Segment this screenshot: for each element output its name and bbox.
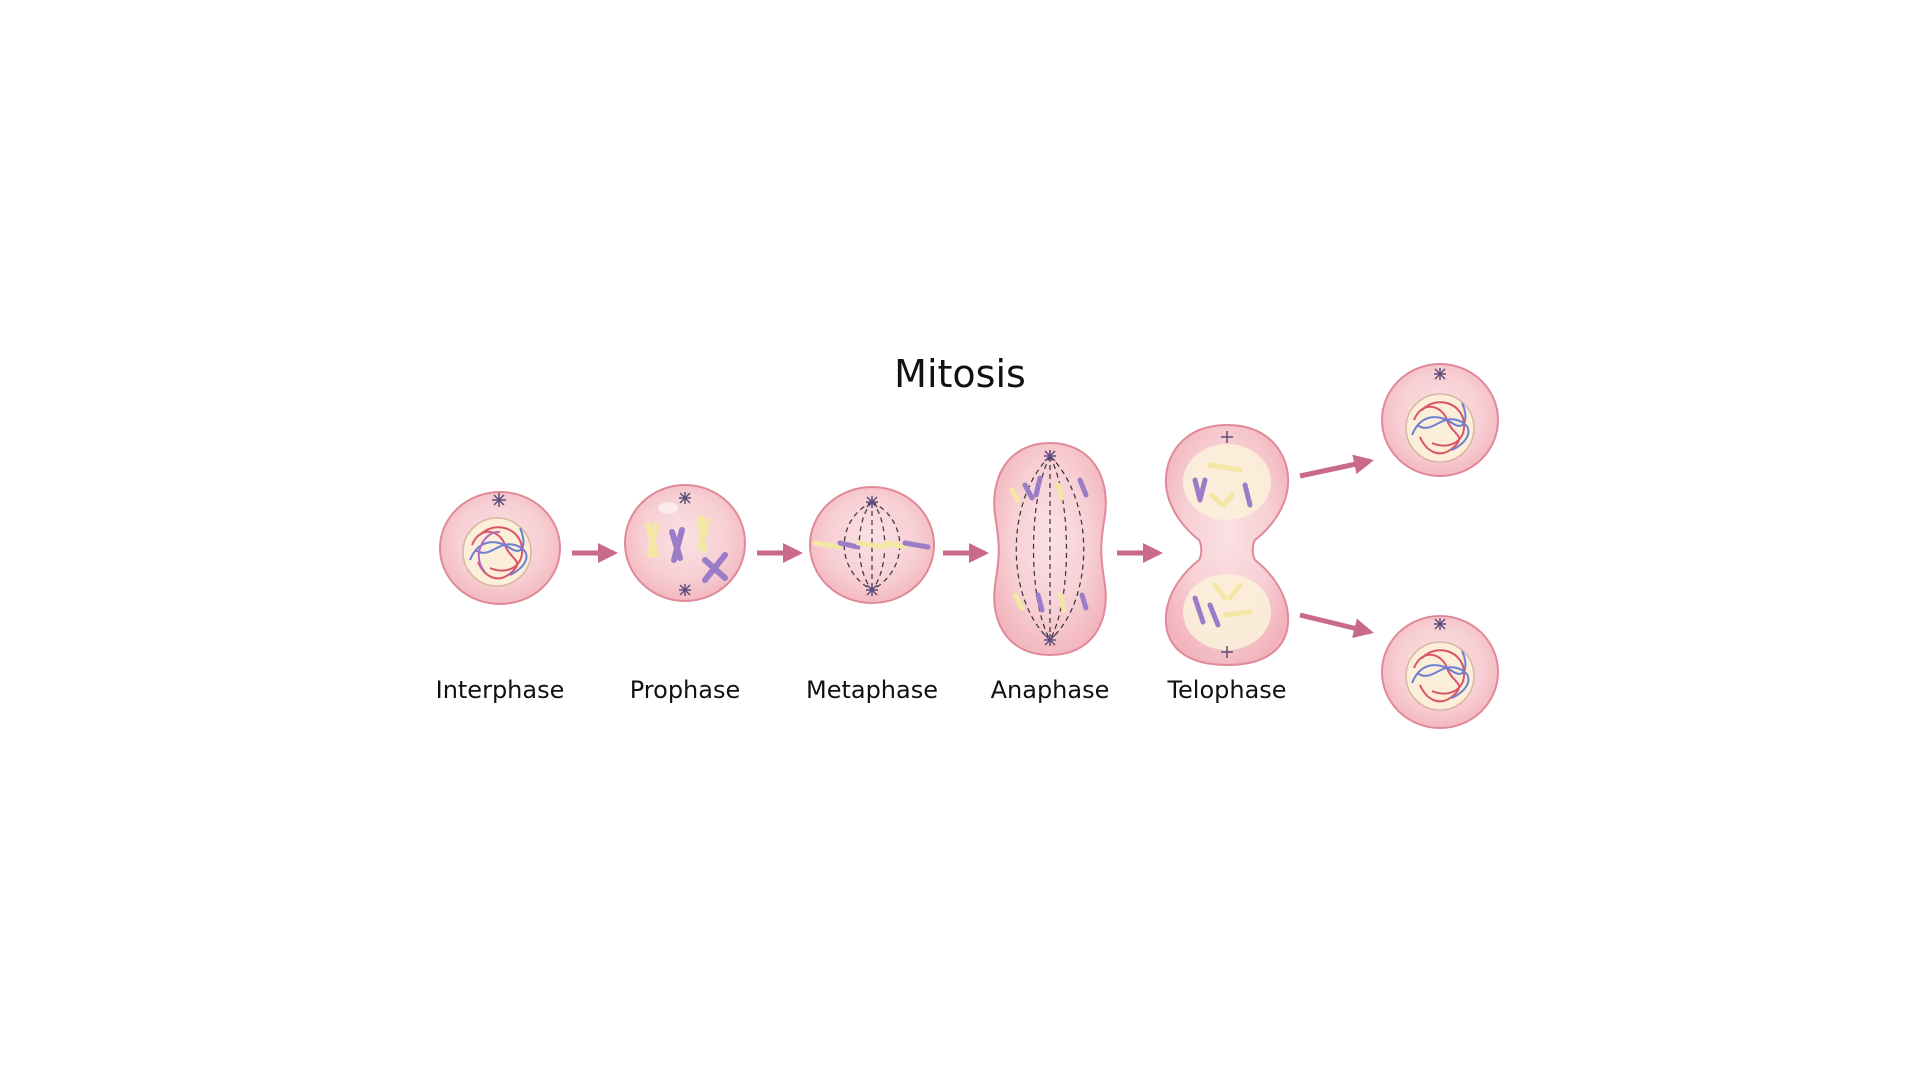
chromosomes bbox=[645, 515, 728, 583]
diagram-title: Mitosis bbox=[894, 352, 1026, 396]
stage-label-anaphase: Anaphase bbox=[990, 676, 1110, 704]
centrosome bbox=[679, 584, 691, 596]
centrosome bbox=[679, 492, 691, 504]
stage-label-interphase: Interphase bbox=[435, 676, 565, 704]
centrosome bbox=[866, 496, 878, 508]
stage-label-metaphase: Metaphase bbox=[805, 676, 938, 704]
centrosome bbox=[492, 493, 506, 507]
stage-label-telophase: Telophase bbox=[1167, 676, 1287, 704]
arrow-to-daughter-top bbox=[1299, 454, 1374, 479]
arrow-to-daughter-bottom bbox=[1299, 612, 1374, 638]
centrosome bbox=[1044, 450, 1056, 462]
interphase-cell bbox=[439, 491, 561, 605]
stage-label-prophase: Prophase bbox=[629, 676, 741, 704]
chromatin bbox=[1411, 401, 1470, 455]
daughter-cell-top bbox=[1381, 363, 1499, 477]
metaphase-cell bbox=[809, 486, 935, 604]
prophase-cell bbox=[624, 484, 746, 602]
centrosome bbox=[1044, 634, 1056, 646]
centrosome bbox=[866, 584, 878, 596]
spindle-fibers bbox=[1015, 455, 1085, 641]
chromatin bbox=[469, 526, 528, 580]
chromosomes-top bbox=[1192, 462, 1253, 508]
centrosome bbox=[1434, 618, 1446, 630]
chromosomes-aligned bbox=[812, 540, 931, 550]
centrosome bbox=[1221, 646, 1233, 658]
centrosome bbox=[1434, 368, 1446, 380]
anaphase-cell bbox=[993, 441, 1107, 657]
chromosomes-bottom bbox=[1192, 582, 1253, 628]
telophase-cell bbox=[1164, 423, 1290, 667]
daughter-cell-bottom bbox=[1381, 615, 1499, 729]
chromosomes-separating bbox=[1009, 475, 1089, 613]
chromatin bbox=[1411, 649, 1470, 703]
centrosome bbox=[1221, 431, 1233, 443]
